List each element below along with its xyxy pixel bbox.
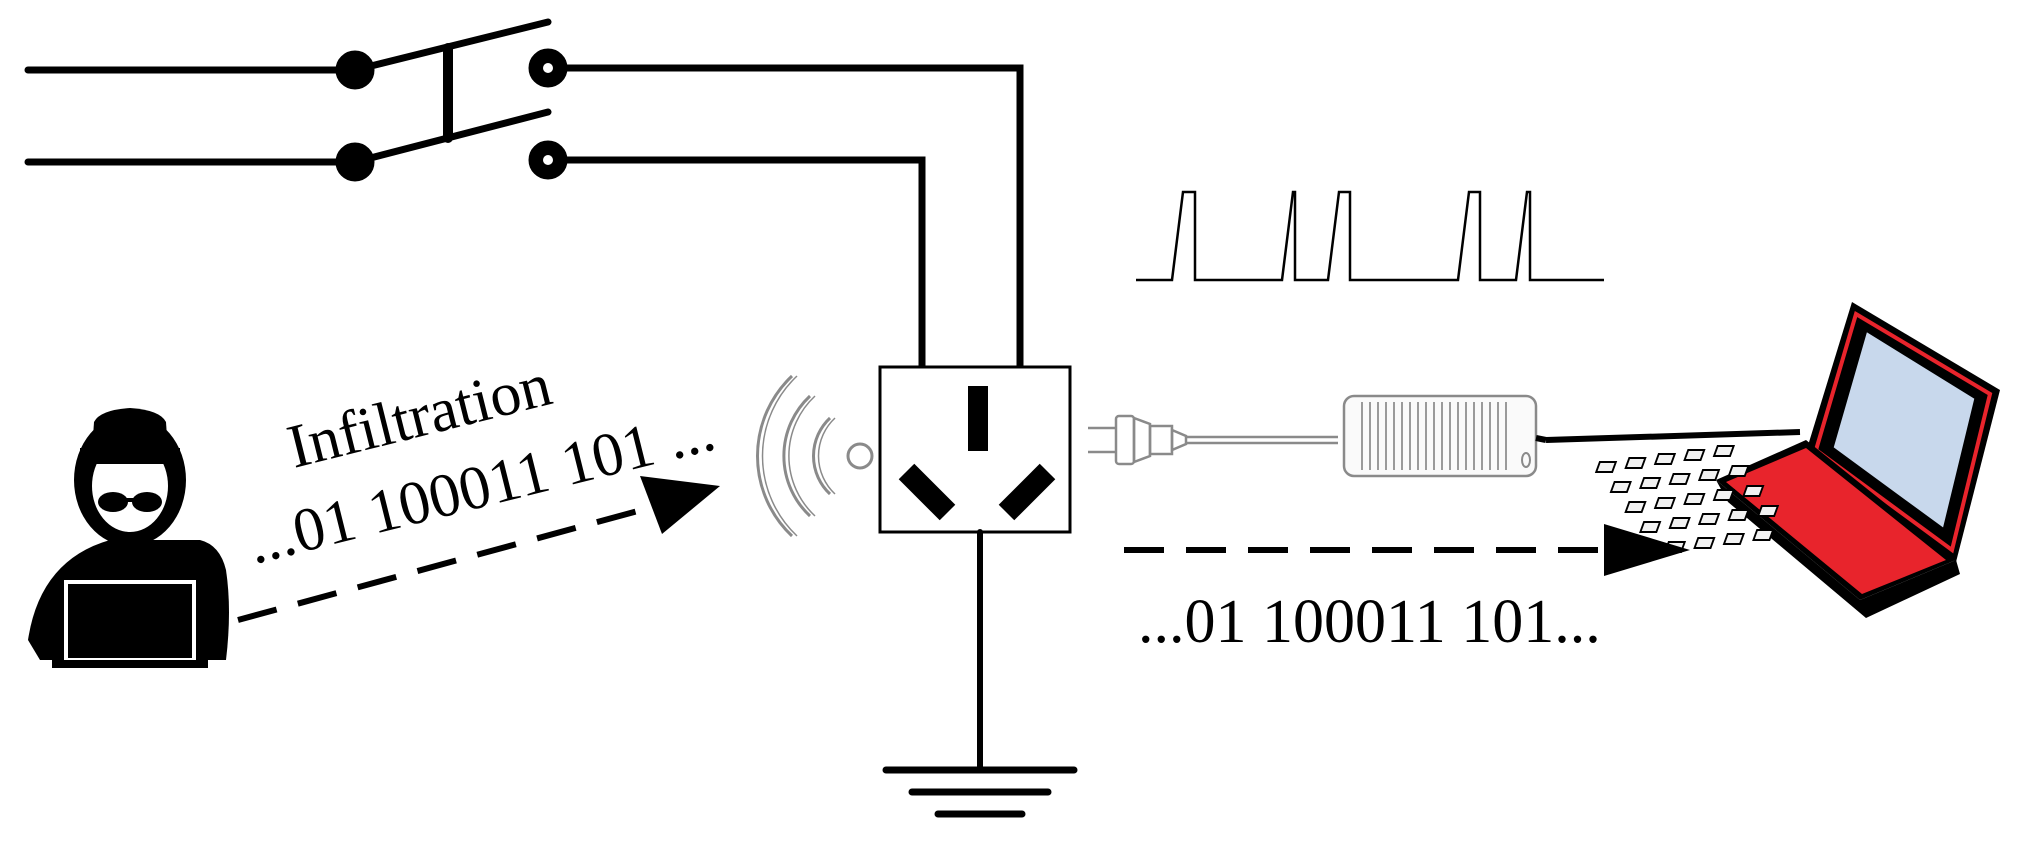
power-outlet-icon: [878, 365, 1072, 534]
laptop-icon: [1594, 302, 2000, 618]
charger-icon: [1342, 394, 1801, 478]
infiltration-annotation: Infiltration ...01 100011 101 ...: [241, 351, 721, 578]
ground-icon: [882, 529, 1078, 818]
wireless-signal-icon: [756, 374, 874, 538]
power-switch-icon: [24, 18, 1024, 372]
infiltration-arrow: [237, 476, 720, 623]
plug-icon: [1088, 414, 1338, 466]
hacker-icon: [28, 408, 229, 668]
pulse-waveform: [1136, 190, 1604, 282]
exfiltration-arrow: [1124, 524, 1690, 576]
bits-out-label: ...01 100011 101...: [1138, 588, 1601, 656]
